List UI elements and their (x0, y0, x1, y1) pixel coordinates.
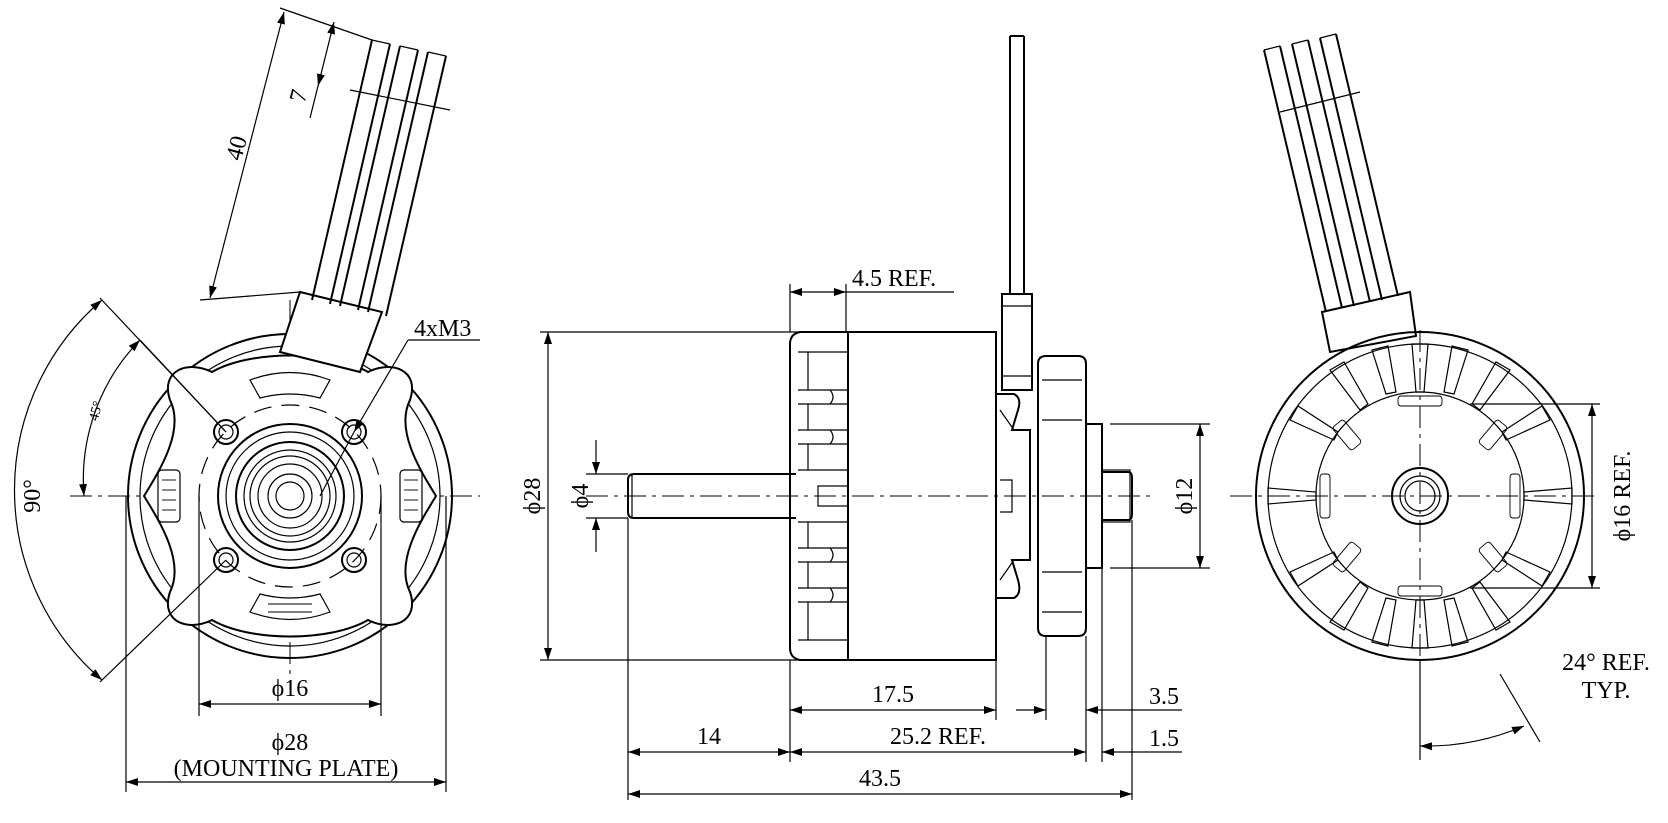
body-diameter-label: ϕ28 (520, 478, 546, 515)
bolt-circle-label: ϕ16 (272, 676, 309, 702)
lead-length-label: 40 (222, 133, 253, 163)
mount-holes-label: 4xM3 (414, 316, 471, 342)
side-fins (798, 351, 849, 641)
side-view: 4.5 REF. ϕ28 ϕ4 ϕ12 17.5 3.5 14 25.2 REF… (520, 35, 1210, 800)
rear-spokes (1267, 343, 1573, 649)
angle-45-label: 45° (87, 400, 107, 423)
front-windows (157, 371, 423, 621)
lead-strip-label: 7 (285, 87, 313, 105)
lead-wires (278, 39, 451, 374)
shaft-length-label: 14 (697, 724, 721, 750)
boss-length-label: 3.5 (1149, 684, 1179, 710)
rear-view: ϕ16 REF. 24° REF. TYP. (1230, 33, 1650, 760)
angle-90-label: 90° (20, 479, 46, 513)
overall-ref-label: 25.2 REF. (890, 724, 986, 750)
plate-thickness-label: 1.5 (1149, 726, 1179, 752)
plate-diameter-label: ϕ28 (272, 730, 309, 756)
body-length-label: 17.5 (872, 682, 914, 708)
overall-length-label: 43.5 (859, 766, 901, 792)
plate-note-label: (MOUNTING PLATE) (174, 756, 399, 782)
rear-windings (1319, 395, 1521, 597)
boss-diameter-label: ϕ12 (1172, 478, 1198, 515)
flange-ref-label: 4.5 REF. (852, 266, 936, 292)
angle-typ-label: TYP. (1582, 678, 1631, 704)
mounting-holes (213, 419, 367, 573)
ref-diameter-label: ϕ16 REF. (1610, 451, 1636, 542)
angle-ref-label: 24° REF. (1562, 650, 1650, 676)
front-view: 40 7 4xM3 45° 90° ϕ16 ϕ28 (MOUNTING PLAT… (13, 7, 480, 792)
shaft-diameter-label: ϕ4 (568, 484, 594, 509)
